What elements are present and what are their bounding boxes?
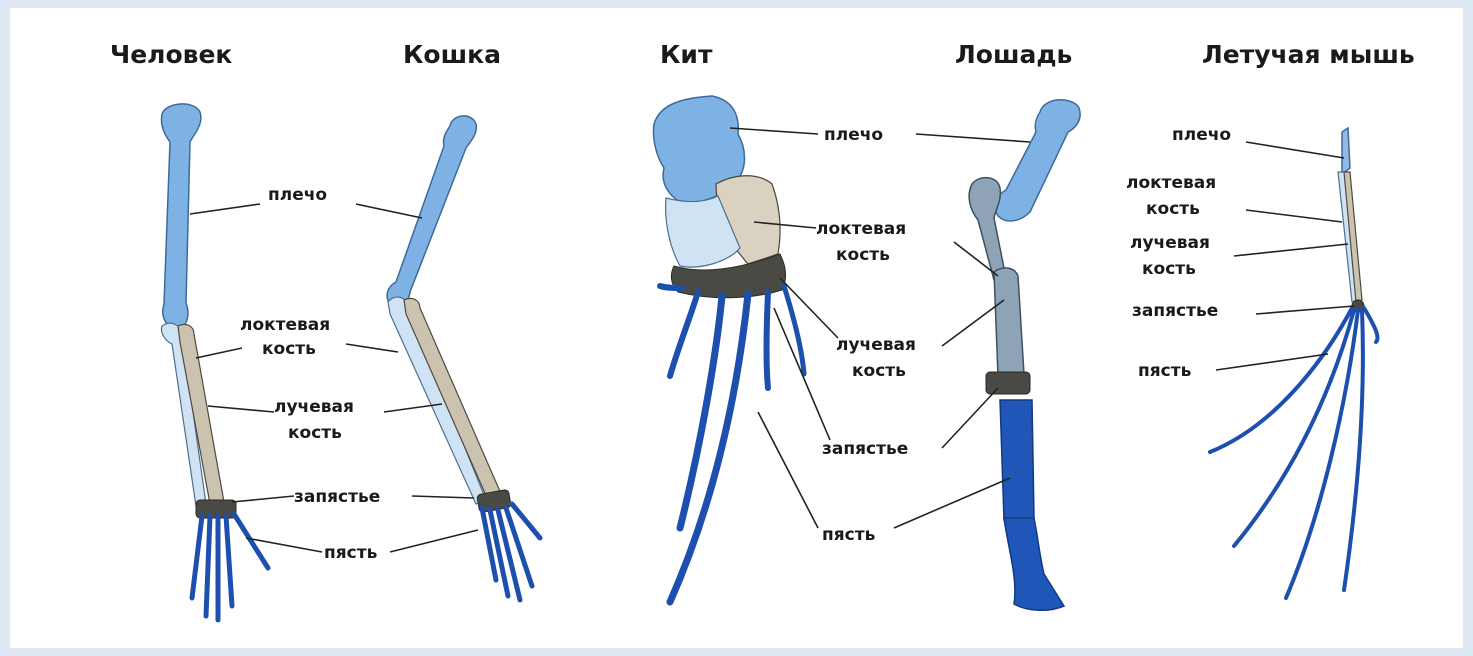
label-radius-line2: кость: [852, 361, 906, 381]
title-whale: Кит: [660, 40, 713, 69]
label-radius-line1: лучевая: [274, 397, 354, 417]
horse-ulna: [969, 178, 1006, 280]
label-ulna-line2: кость: [262, 339, 316, 359]
horse-humerus: [996, 100, 1081, 221]
label-humerus: плечо: [824, 125, 883, 145]
labels-bat: плечо локтевая кость лучевая кость запяс…: [1126, 125, 1354, 381]
whale-flipper: [653, 96, 804, 602]
title-cat: Кошка: [403, 40, 501, 69]
bat-humerus: [1342, 128, 1350, 174]
label-ulna-line1: локтевая: [816, 219, 906, 239]
label-humerus: плечо: [268, 185, 327, 205]
horse-leg: [969, 100, 1080, 611]
label-carpus: запястье: [294, 487, 380, 507]
label-radius-line2: кость: [1142, 259, 1196, 279]
label-radius-line1: лучевая: [836, 335, 916, 355]
human-fingers: [192, 514, 268, 620]
whale-fingers: [660, 286, 804, 602]
cat-ulna: [388, 297, 486, 504]
homologous-limbs-diagram: Человек Кошка Кит Лошадь Летучая мышь: [10, 8, 1463, 648]
bat-fingers: [1210, 308, 1378, 598]
label-metacarpus: пясть: [324, 543, 377, 563]
title-horse: Лошадь: [955, 40, 1072, 69]
cat-arm: [387, 116, 540, 600]
bat-wing: [1210, 128, 1378, 598]
human-arm: [161, 104, 268, 620]
label-ulna-line1: локтевая: [1126, 173, 1216, 193]
cat-radius: [404, 298, 502, 500]
human-humerus: [161, 104, 200, 330]
label-ulna-line2: кость: [1146, 199, 1200, 219]
label-metacarpus: пясть: [822, 525, 875, 545]
title-human: Человек: [110, 40, 232, 69]
label-metacarpus: пясть: [1138, 361, 1191, 381]
label-ulna-line2: кость: [836, 245, 890, 265]
title-bat: Летучая мышь: [1202, 40, 1415, 69]
cat-humerus: [387, 116, 476, 307]
label-humerus: плечо: [1172, 125, 1231, 145]
horse-carpals: [986, 372, 1030, 394]
diagram-frame: Человек Кошка Кит Лошадь Летучая мышь: [10, 8, 1463, 648]
label-radius-line2: кость: [288, 423, 342, 443]
horse-cannon-bone: [1000, 400, 1034, 520]
cat-fingers: [482, 504, 540, 600]
label-carpus: запястье: [822, 439, 908, 459]
label-carpus: запястье: [1132, 301, 1218, 321]
horse-radius: [994, 268, 1024, 382]
label-radius-line1: лучевая: [1130, 233, 1210, 253]
horse-phalanges: [1004, 518, 1064, 610]
label-ulna-line1: локтевая: [240, 315, 330, 335]
